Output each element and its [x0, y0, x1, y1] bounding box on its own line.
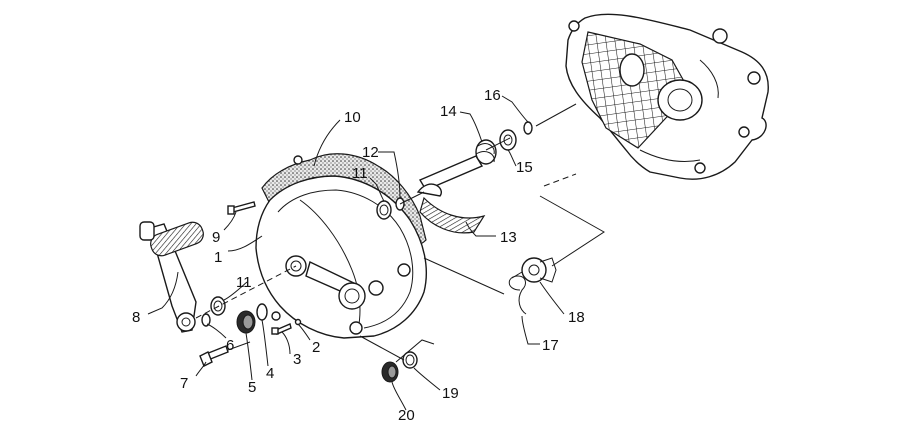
callout-11-upper: 11	[352, 165, 368, 182]
callout-3: 3	[293, 351, 301, 368]
callout-20: 20	[398, 407, 415, 422]
screw-9	[227, 201, 256, 215]
assembly-lines	[195, 103, 605, 363]
callout-7: 7	[180, 375, 188, 392]
ring-4	[256, 303, 268, 321]
washer-15	[499, 129, 517, 151]
callout-18: 18	[568, 309, 585, 326]
seal-5	[236, 310, 256, 334]
callout-10: 10	[344, 109, 361, 126]
bolt-7	[199, 345, 229, 367]
callout-13: 13	[500, 229, 517, 246]
callout-14: 14	[440, 103, 457, 120]
callout-4: 4	[266, 365, 274, 382]
callout-19: 19	[442, 385, 459, 402]
washer-11-upper	[376, 200, 392, 220]
washer-6	[201, 313, 211, 327]
callout-15: 15	[516, 159, 533, 176]
callout-labels: 1 2 3 4 5 6 7 8 9 10 11 11 12 13 14 15 1…	[132, 87, 585, 422]
screw-3	[271, 323, 292, 335]
pin-2	[294, 318, 302, 326]
gear-18	[521, 257, 557, 283]
clutch-cover	[255, 153, 427, 339]
callout-1: 1	[214, 249, 222, 266]
crankcase-half	[565, 13, 769, 180]
callout-2: 2	[312, 339, 320, 356]
clip-16	[523, 121, 533, 135]
callout-11-lower: 11	[236, 274, 252, 291]
leader-lines	[147, 95, 565, 411]
plug-20	[381, 361, 399, 383]
callout-9: 9	[212, 229, 220, 246]
kick-shaft-13	[416, 155, 486, 234]
callout-16: 16	[484, 87, 501, 104]
callout-12: 12	[362, 144, 379, 161]
callout-5: 5	[248, 379, 256, 396]
kick-start-lever	[139, 221, 204, 333]
callout-8: 8	[132, 309, 140, 326]
spring-clip-17	[508, 275, 527, 315]
callout-17: 17	[542, 337, 559, 354]
callout-6: 6	[226, 337, 234, 354]
spring-14	[475, 139, 497, 165]
